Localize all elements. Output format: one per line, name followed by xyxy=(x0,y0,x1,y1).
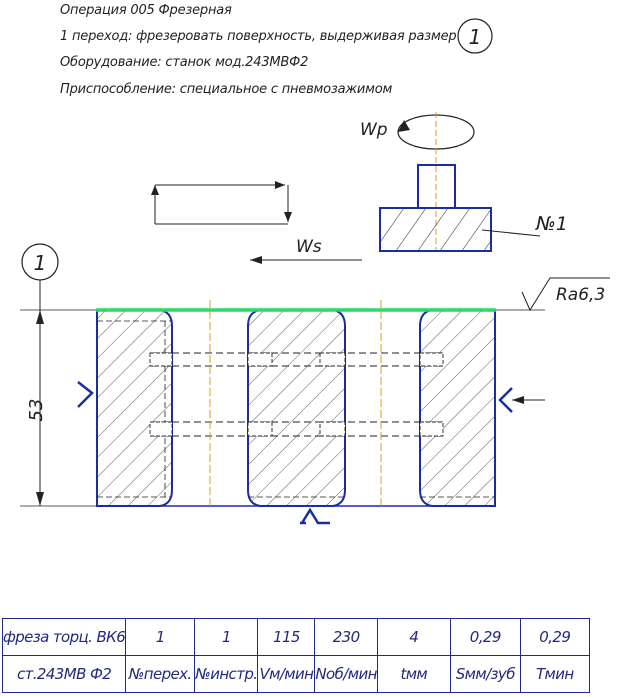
table-row: фреза торц. ВК6 1 1 115 230 4 0,29 0,29 xyxy=(1,618,590,656)
table-cell: №перех. xyxy=(125,655,196,693)
roughness-label: Ra6,3 xyxy=(556,285,605,305)
ws-label: Ws xyxy=(296,237,322,257)
fixture-line: Приспособление: специальное с пневмозажи… xyxy=(60,82,393,97)
table-cell: Sмм/зуб xyxy=(449,655,521,693)
feed-direction-arrow: Ws xyxy=(250,237,362,264)
table-cell: фреза торц. ВК6 xyxy=(1,618,127,656)
table-row: ст.243МВ Ф2 №перех. №инстр. Vм/мин Nоб/м… xyxy=(1,655,590,693)
step-number-callout: 1 xyxy=(457,18,493,54)
step-number-text: 1 xyxy=(469,25,482,49)
step-description: 1 переход: фрезеровать поверхность, выде… xyxy=(60,29,457,44)
process-table: фреза торц. ВК6 1 1 115 230 4 0,29 0,29 … xyxy=(1,618,590,693)
table-cell: Tмин xyxy=(519,655,590,693)
operation-title: Операция 005 Фрезерная xyxy=(60,3,232,18)
table-cell: 1 xyxy=(125,618,196,656)
equipment-line: Оборудование: станок мод.243МВФ2 xyxy=(60,55,309,70)
table-cell: №инстр. xyxy=(194,655,259,693)
spindle-rotation-symbol: Wp xyxy=(360,114,475,150)
table-cell: 1 xyxy=(194,618,259,656)
table-cell: 115 xyxy=(257,618,316,656)
milling-cutter: №1 xyxy=(379,112,568,252)
table-cell: Vм/мин xyxy=(257,655,316,693)
table-cell: tмм xyxy=(376,655,451,693)
support-symbols xyxy=(77,381,545,525)
table-cell: 0,29 xyxy=(519,618,590,656)
table-cell: Nоб/мин xyxy=(314,655,378,693)
roughness-symbol: Ra6,3 xyxy=(495,277,610,312)
table-cell: 0,29 xyxy=(449,618,521,656)
surface-callout-text: 1 xyxy=(34,251,47,275)
wp-label: Wp xyxy=(360,120,388,140)
surface-callout: 1 xyxy=(21,243,59,310)
table-cell: 4 xyxy=(376,618,451,656)
height-dimension: 53 xyxy=(20,309,97,507)
height-dimension-text: 53 xyxy=(26,399,47,422)
feed-path-symbol xyxy=(151,181,292,225)
workpiece xyxy=(96,300,496,507)
cutter-number-label: №1 xyxy=(535,213,568,235)
table-cell: 230 xyxy=(314,618,378,656)
table-cell: ст.243МВ Ф2 xyxy=(1,655,127,693)
